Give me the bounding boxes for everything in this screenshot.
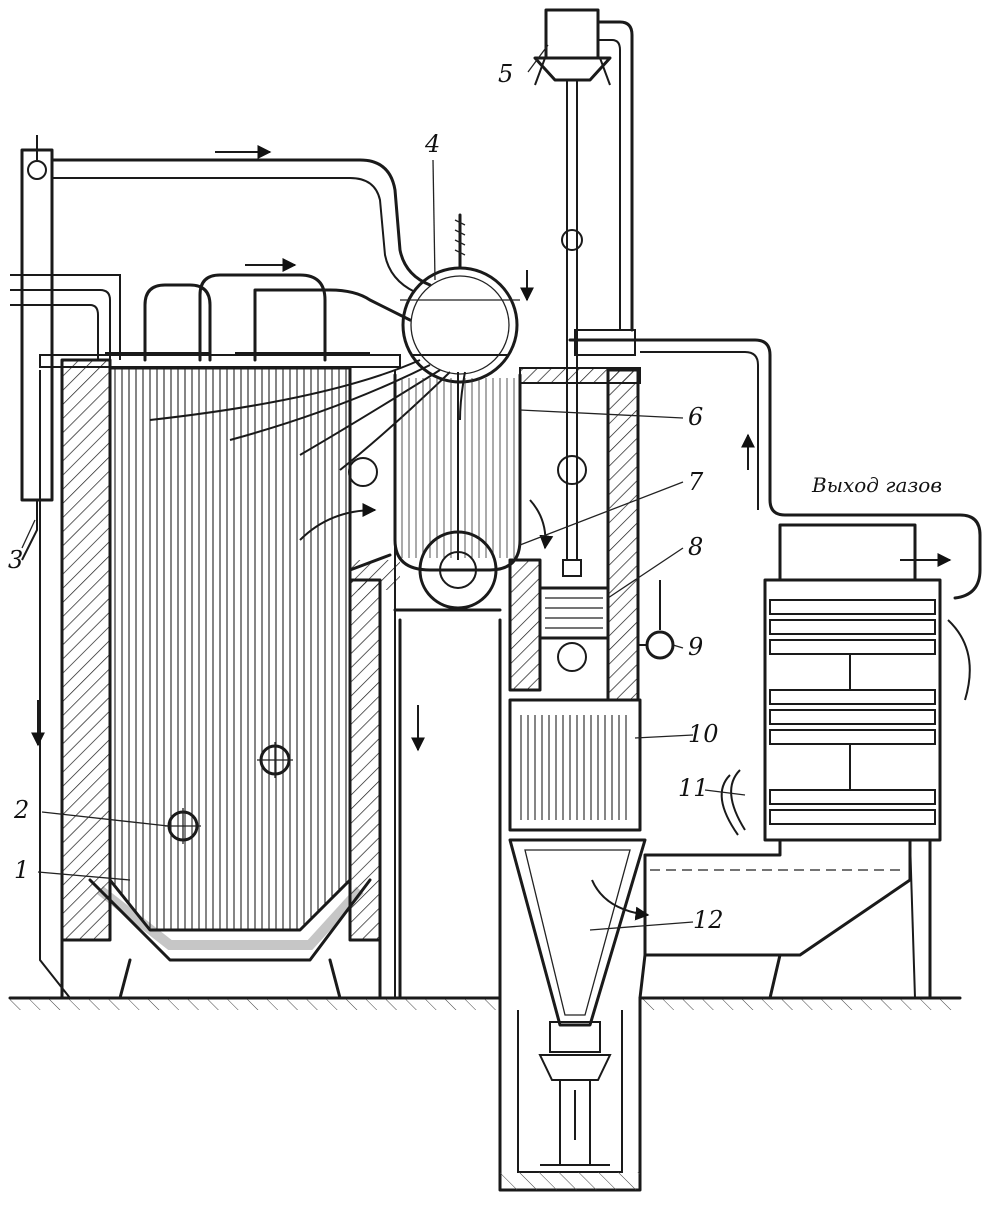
label-4: 4 xyxy=(424,130,440,158)
tail-heat-exchanger xyxy=(720,523,971,842)
ground xyxy=(8,996,962,1192)
label-9: 9 xyxy=(688,633,703,661)
part-labels: 1 2 3 4 5 6 7 8 9 10 11 12 Выход газов xyxy=(8,60,942,934)
convective-section xyxy=(348,372,587,672)
gas-exit-caption: Выход газов xyxy=(811,473,942,497)
label-3: 3 xyxy=(8,546,23,574)
label-7: 7 xyxy=(688,468,704,496)
label-11: 11 xyxy=(678,774,709,802)
gas-duct-walls xyxy=(348,367,641,1000)
flow-arrows xyxy=(31,145,952,921)
label-2: 2 xyxy=(13,796,29,824)
label-10: 10 xyxy=(688,720,719,748)
air-heater-block xyxy=(498,698,642,842)
gas-exit-pipe xyxy=(568,329,982,600)
left-riser xyxy=(10,135,432,561)
furnace-shell xyxy=(39,354,401,1000)
label-12: 12 xyxy=(693,906,724,934)
ash-cone xyxy=(508,838,647,1166)
label-1: 1 xyxy=(14,856,29,884)
separator-cyclone xyxy=(533,8,634,577)
burner-ports xyxy=(165,742,293,844)
top-collectors xyxy=(105,273,412,362)
leader-lines xyxy=(21,44,746,931)
label-5: 5 xyxy=(498,60,513,88)
label-6: 6 xyxy=(688,403,703,431)
flue-duct xyxy=(638,838,932,1000)
label-8: 8 xyxy=(688,533,703,561)
